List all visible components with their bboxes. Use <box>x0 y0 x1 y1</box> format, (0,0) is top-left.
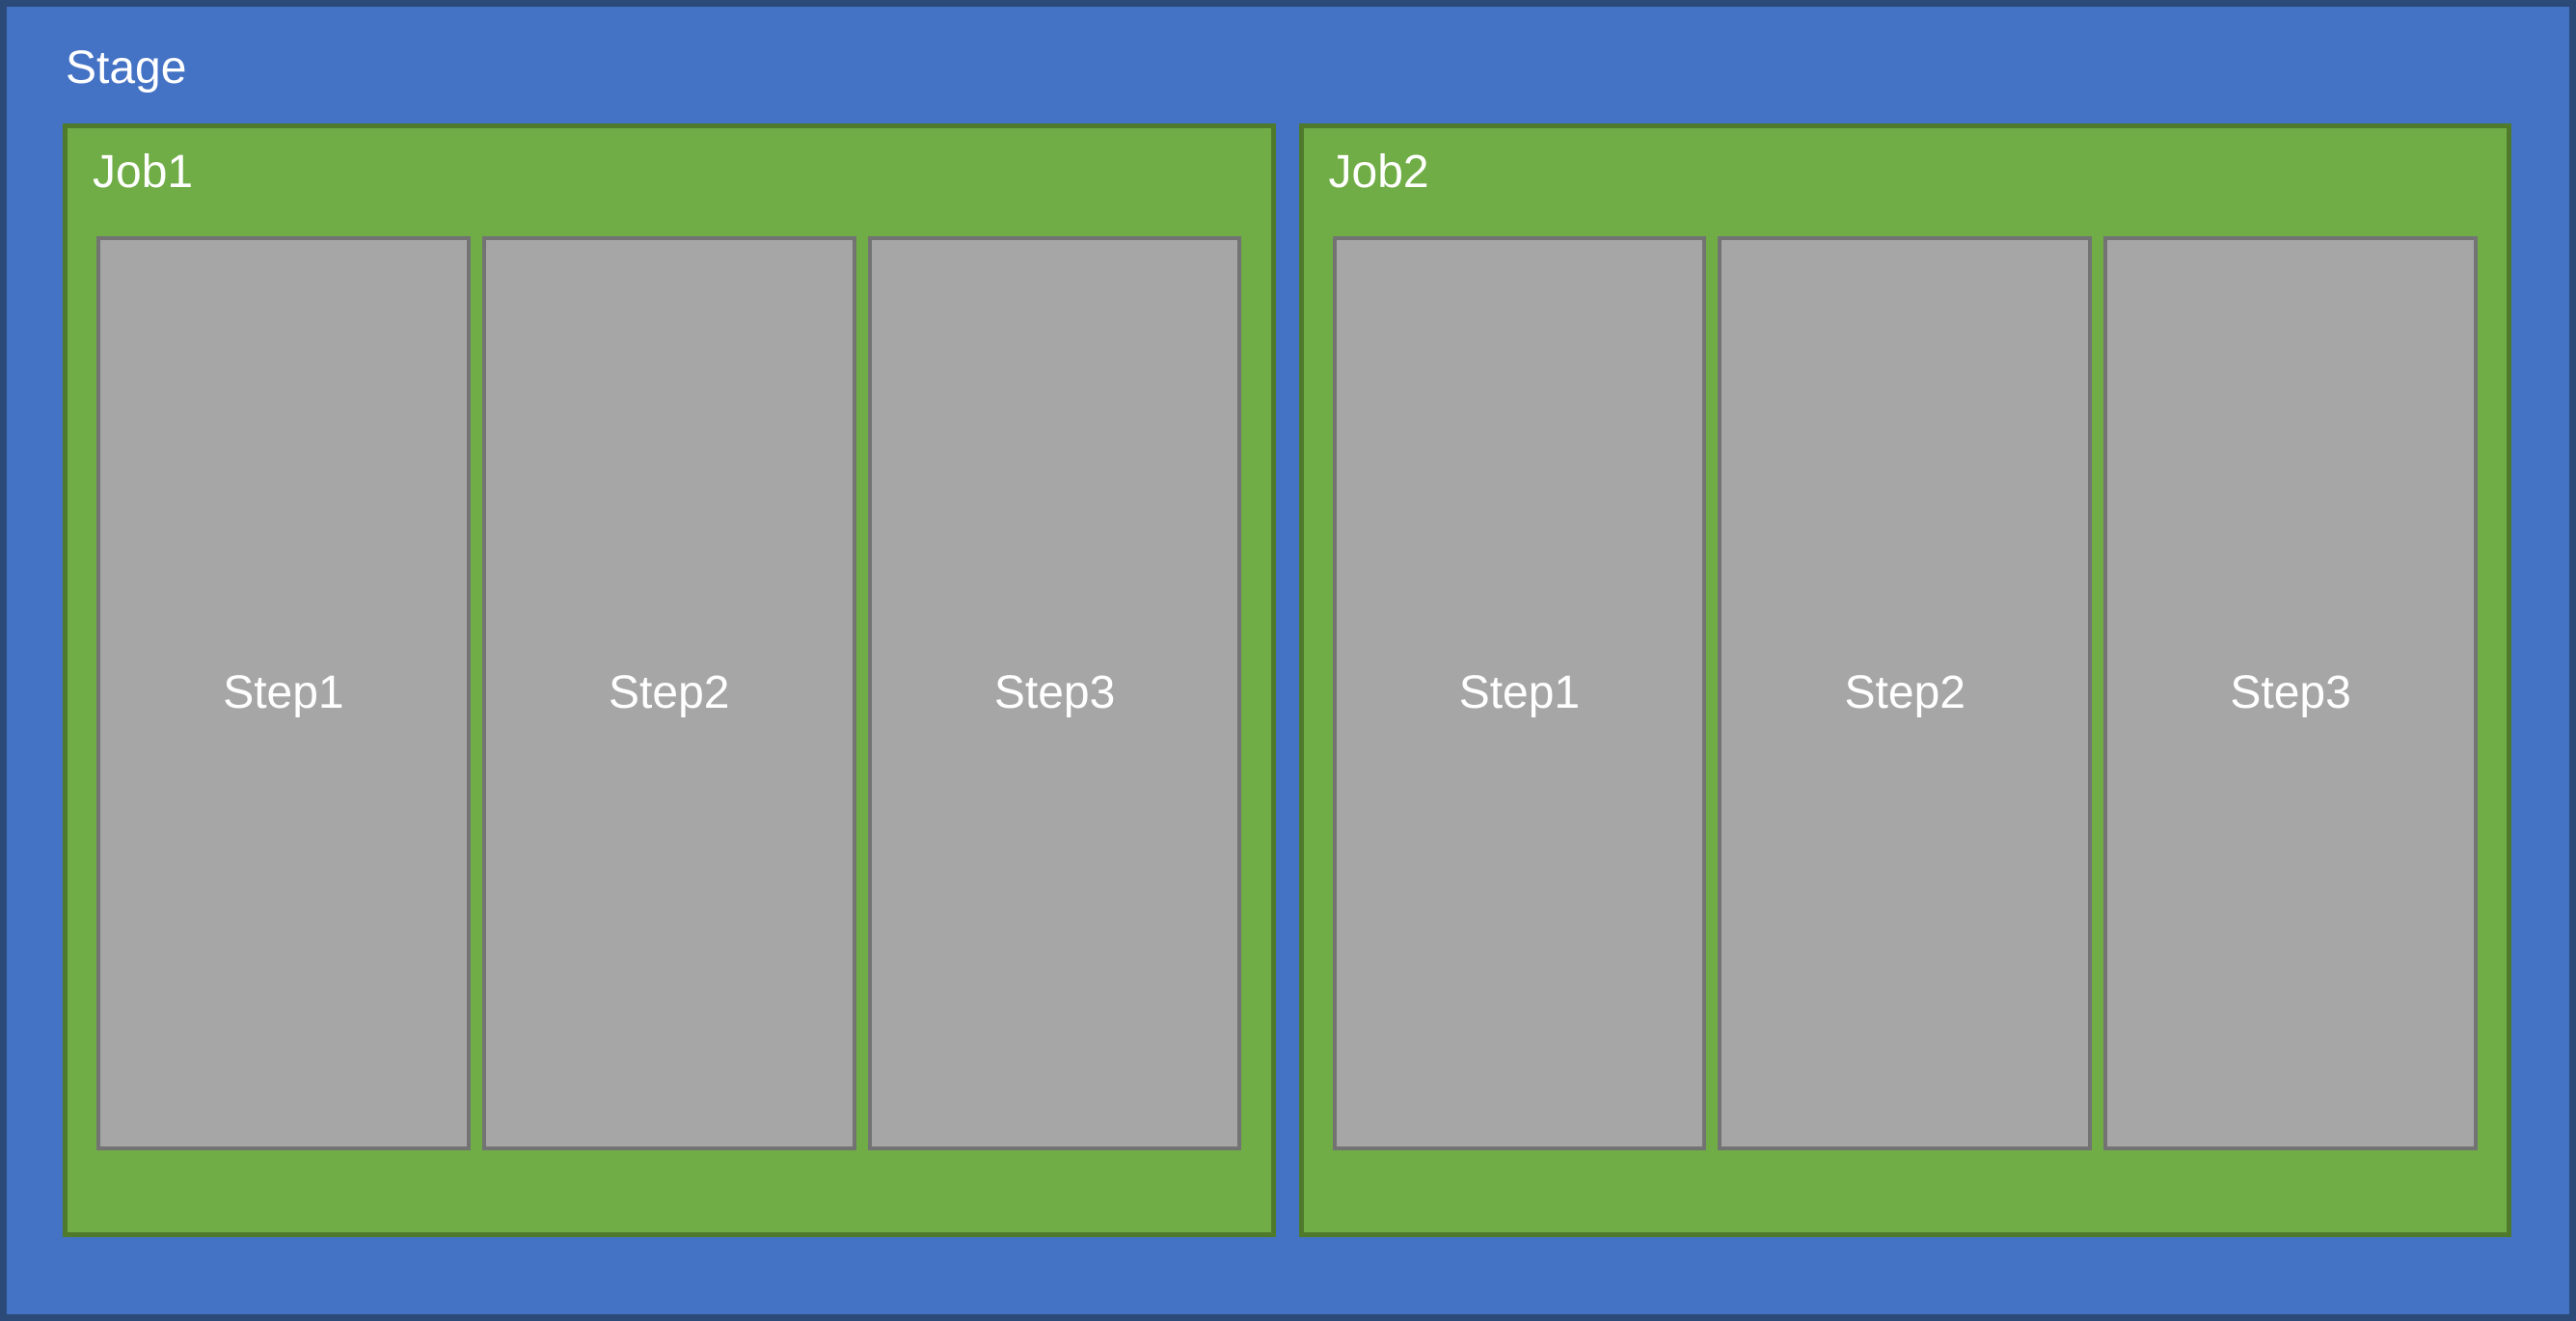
step-box: Step2 <box>481 236 856 1150</box>
step-label: Step3 <box>2230 667 2351 719</box>
step-label: Step1 <box>223 667 344 719</box>
steps-row: Step1 Step2 Step3 <box>1332 236 2479 1150</box>
step-box: Step3 <box>2103 236 2478 1150</box>
step-label: Step2 <box>1844 667 1966 719</box>
steps-row: Step1 Step2 Step3 <box>96 236 1242 1150</box>
step-box: Step2 <box>1718 236 2093 1150</box>
jobs-row: Job1 Step1 Step2 Step3 Job2 Step1 <box>63 123 2511 1237</box>
job-label: Job2 <box>1328 147 1429 198</box>
job-box-1: Job1 Step1 Step2 Step3 <box>63 123 1276 1237</box>
step-box: Step1 <box>96 236 471 1150</box>
job-box-2: Job2 Step1 Step2 Step3 <box>1298 123 2511 1237</box>
job-label: Job1 <box>93 147 194 198</box>
step-box: Step3 <box>867 236 1242 1150</box>
stage-label: Stage <box>66 42 187 94</box>
step-label: Step3 <box>993 667 1116 719</box>
step-label: Step1 <box>1458 667 1581 719</box>
step-label: Step2 <box>609 667 730 719</box>
step-box: Step1 <box>1332 236 1707 1150</box>
